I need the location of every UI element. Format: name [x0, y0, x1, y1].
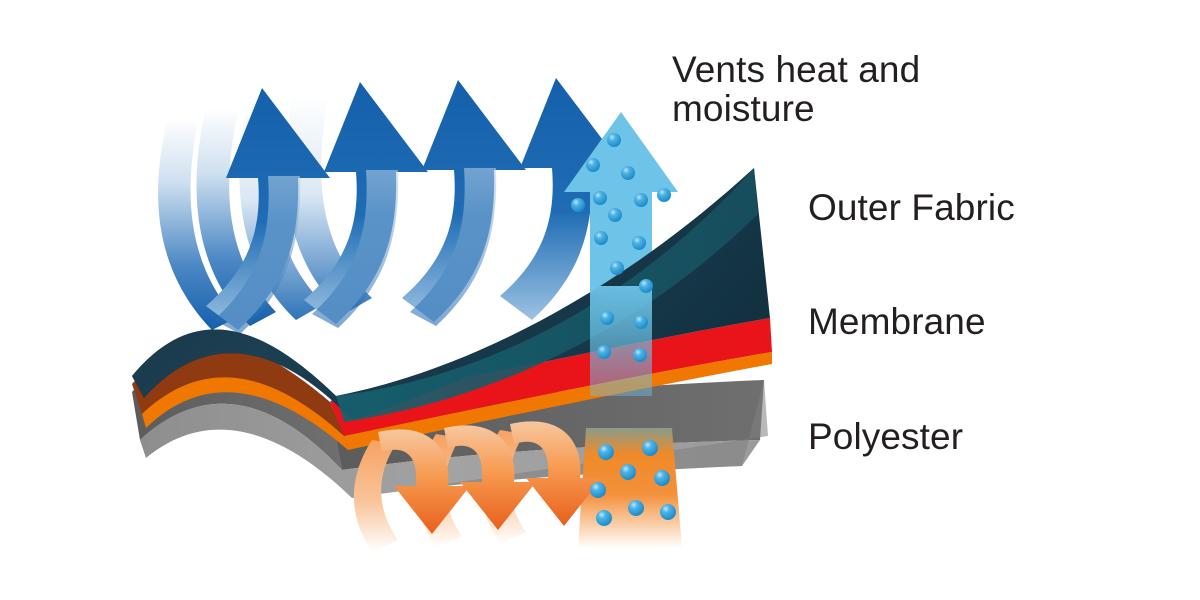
heat-arrow: [444, 425, 536, 530]
label-membrane: Membrane: [808, 301, 986, 342]
airflow-tail: [214, 168, 497, 334]
airflow-arrow: [206, 88, 330, 330]
layer-outer-fabric: [132, 168, 770, 422]
airflow-ribbon: [196, 108, 276, 326]
airflow-ribbon: [158, 118, 236, 330]
label-vents-heat-and-moisture: Vents heat and moisture: [672, 49, 921, 130]
body-heat-airflow-group: [353, 421, 602, 552]
airflow-arrow: [304, 82, 428, 324]
airflow-arrow: [500, 78, 624, 320]
outward-airflow-group: [158, 78, 624, 334]
airflow-arrow: [402, 80, 526, 322]
heat-arrow: [378, 429, 470, 534]
heat-arrow: [510, 421, 602, 526]
label-outer-fabric: Outer Fabric: [808, 187, 1015, 228]
label-polyester: Polyester: [808, 416, 964, 457]
moisture-bubbles: [571, 133, 676, 526]
layer-membrane: [132, 318, 772, 450]
